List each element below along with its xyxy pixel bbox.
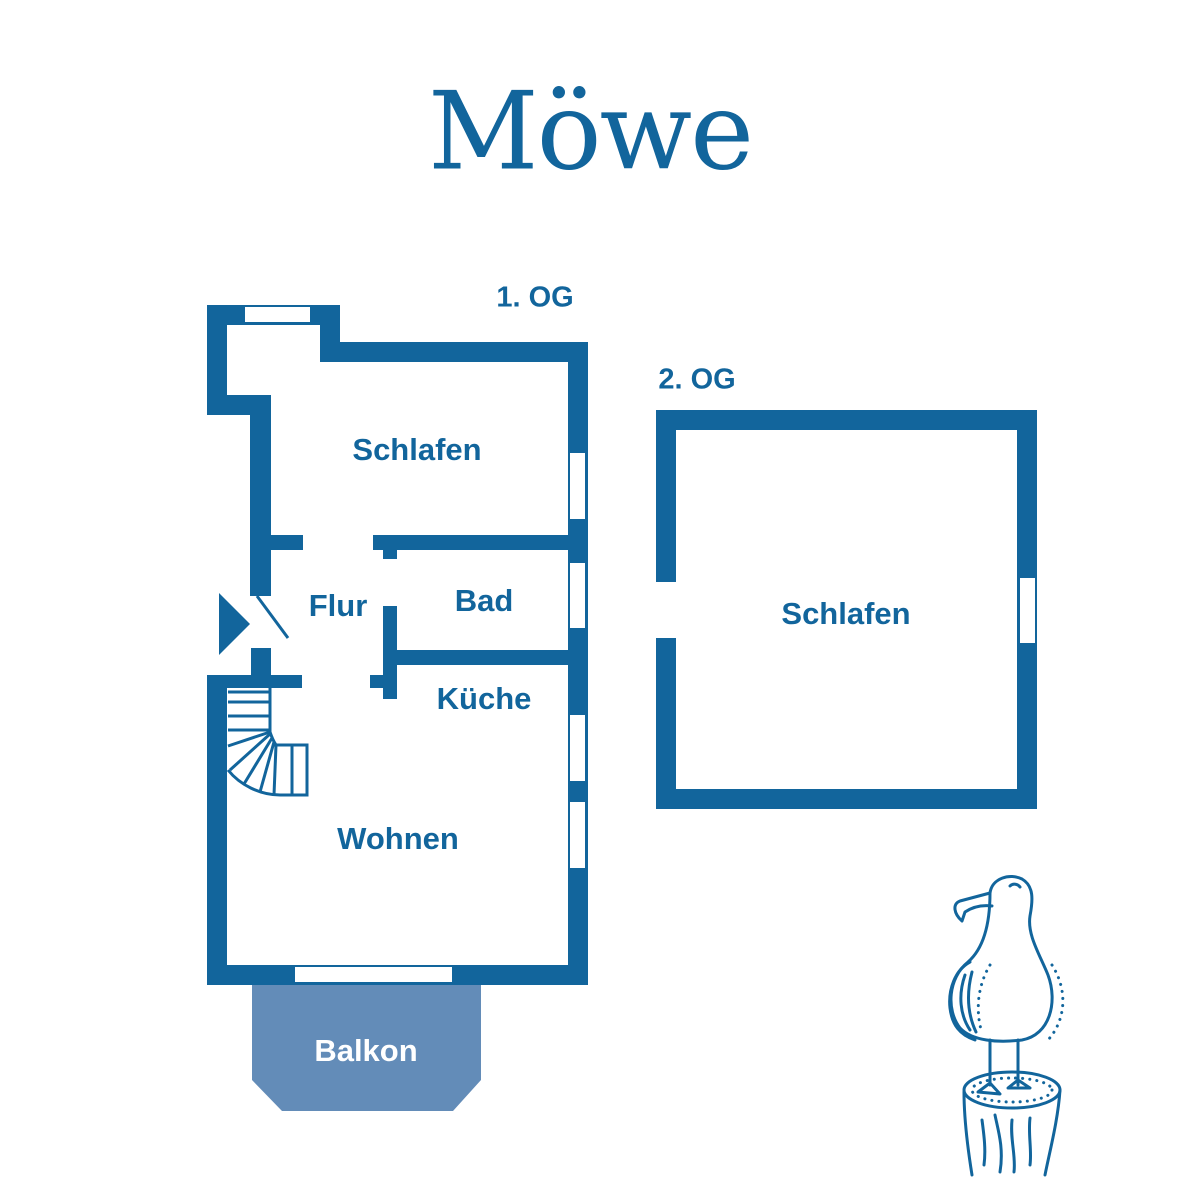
wall bbox=[373, 535, 568, 550]
window bbox=[570, 715, 585, 781]
window bbox=[570, 802, 585, 868]
window bbox=[570, 563, 585, 628]
floor-2-label: 2. OG bbox=[658, 363, 736, 396]
wall bbox=[383, 650, 568, 665]
room-label-flur: Flur bbox=[308, 588, 368, 623]
room-label-schlafen-2og: Schlafen bbox=[781, 596, 911, 631]
wall bbox=[207, 675, 227, 985]
room-label-bad: Bad bbox=[454, 583, 514, 618]
wall bbox=[250, 395, 271, 596]
window bbox=[570, 453, 585, 519]
wall bbox=[320, 342, 588, 362]
staircase bbox=[226, 688, 309, 797]
wall bbox=[207, 305, 227, 415]
window bbox=[245, 307, 310, 322]
floor-1-label: 1. OG bbox=[496, 281, 574, 314]
balcony-door bbox=[295, 967, 452, 982]
floor-1-plan bbox=[207, 305, 588, 1111]
door-leaf bbox=[255, 595, 290, 639]
wall bbox=[656, 638, 676, 809]
wall bbox=[656, 410, 1037, 430]
floor-2-plan bbox=[656, 410, 1037, 809]
seagull-icon bbox=[948, 875, 1065, 1177]
window bbox=[1020, 578, 1035, 643]
wall bbox=[383, 545, 397, 559]
wall bbox=[656, 789, 1037, 809]
wall bbox=[370, 675, 390, 688]
wall bbox=[207, 675, 302, 688]
room-label-balkon: Balkon bbox=[314, 1033, 418, 1068]
wall bbox=[568, 342, 588, 985]
balcony-area bbox=[252, 985, 481, 1111]
wall bbox=[250, 535, 303, 550]
wall bbox=[656, 410, 676, 582]
entrance-arrow-icon bbox=[219, 593, 250, 655]
room-label-kueche: Küche bbox=[436, 681, 532, 716]
page-title: Möwe bbox=[428, 69, 754, 195]
room-label-wohnen: Wohnen bbox=[337, 821, 459, 856]
room-label-schlafen: Schlafen bbox=[352, 432, 482, 467]
